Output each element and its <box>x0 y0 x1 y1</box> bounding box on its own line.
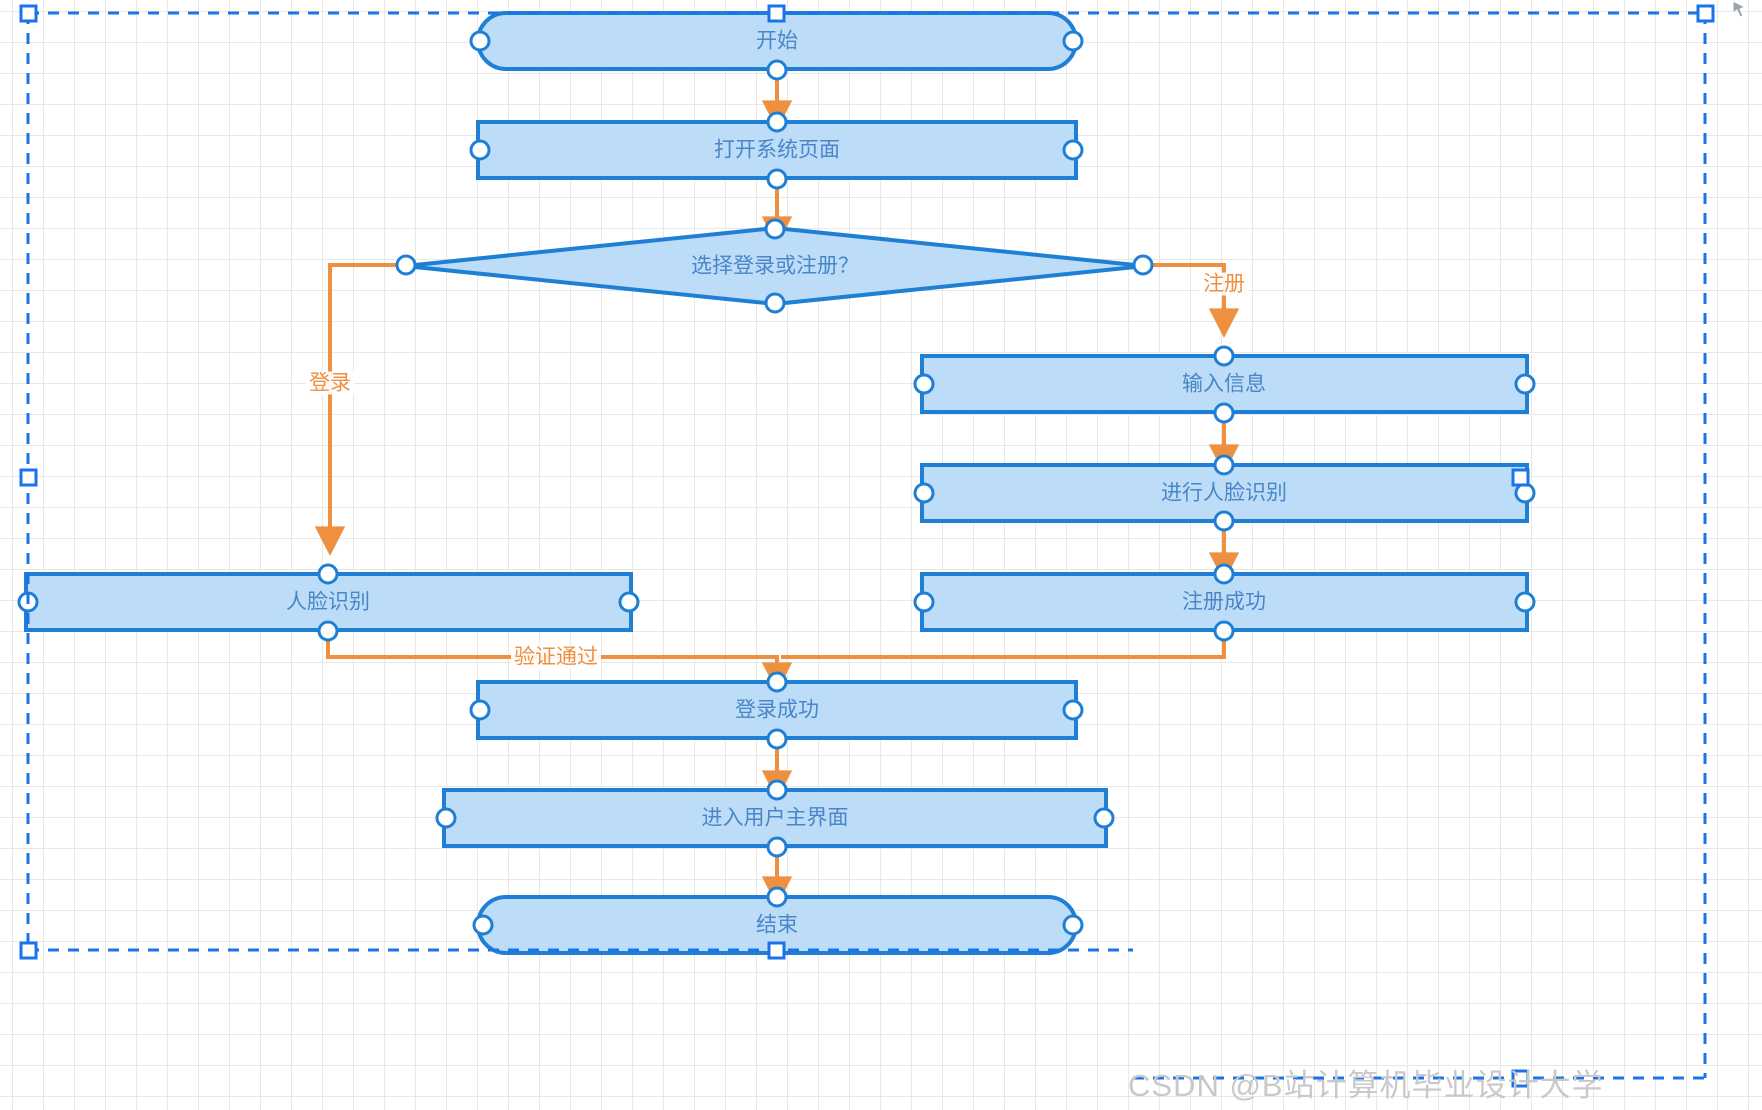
edge-label-verification-passed[interactable]: 验证通过 <box>511 645 601 669</box>
handle-top-center[interactable] <box>767 4 786 23</box>
port-do-face-bottom[interactable] <box>1213 510 1235 532</box>
port-choice-top[interactable] <box>764 218 786 240</box>
port-login-success-right[interactable] <box>1062 699 1084 721</box>
port-login-success-left[interactable] <box>469 699 491 721</box>
port-choice-bottom[interactable] <box>764 292 786 314</box>
port-start-left[interactable] <box>469 30 491 52</box>
port-face-recog-top[interactable] <box>317 563 339 585</box>
port-face-recog-right[interactable] <box>618 591 640 613</box>
port-reg-success-right[interactable] <box>1514 591 1536 613</box>
handle-middle-right[interactable] <box>1511 468 1530 487</box>
port-do-face-top[interactable] <box>1213 454 1235 476</box>
port-end-left[interactable] <box>472 914 494 936</box>
port-login-success-bottom[interactable] <box>766 728 788 750</box>
port-enter-main-right[interactable] <box>1093 807 1115 829</box>
port-face-recog-bottom[interactable] <box>317 620 339 642</box>
port-reg-success-top[interactable] <box>1213 563 1235 585</box>
handle-top-right[interactable] <box>1696 4 1715 23</box>
edge-label-login[interactable]: 登录 <box>306 371 354 395</box>
port-start-bottom[interactable] <box>766 59 788 81</box>
handle-middle-left[interactable] <box>19 468 38 487</box>
port-open-page-top[interactable] <box>766 111 788 133</box>
edge-choice-to-face-recognition[interactable] <box>314 263 405 557</box>
port-open-page-right[interactable] <box>1062 139 1084 161</box>
edge-choice-to-input-info[interactable] <box>1141 263 1240 339</box>
handle-bottom-right[interactable] <box>1511 1069 1530 1088</box>
port-input-info-right[interactable] <box>1514 373 1536 395</box>
port-start-right[interactable] <box>1062 30 1084 52</box>
port-enter-main-bottom[interactable] <box>766 836 788 858</box>
port-open-page-left[interactable] <box>469 139 491 161</box>
port-enter-main-left[interactable] <box>435 807 457 829</box>
port-open-page-bottom[interactable] <box>766 168 788 190</box>
port-reg-success-left[interactable] <box>913 591 935 613</box>
port-reg-success-bottom[interactable] <box>1213 620 1235 642</box>
handle-bottom-left[interactable] <box>19 941 38 960</box>
port-end-right[interactable] <box>1062 914 1084 936</box>
port-login-success-top[interactable] <box>766 671 788 693</box>
edge-label-register[interactable]: 注册 <box>1200 272 1248 296</box>
port-end-top[interactable] <box>766 886 788 908</box>
port-choice-left[interactable] <box>395 254 417 276</box>
port-input-info-top[interactable] <box>1213 345 1235 367</box>
csdn-watermark: CSDN @B站计算机毕业设计大学 <box>1128 1068 1604 1103</box>
handle-top-left[interactable] <box>19 4 38 23</box>
port-input-info-left[interactable] <box>913 373 935 395</box>
handle-bottom-center[interactable] <box>767 941 786 960</box>
resize-cursor-icon <box>1732 0 1747 18</box>
port-choice-right[interactable] <box>1132 254 1154 276</box>
port-do-face-left[interactable] <box>913 482 935 504</box>
port-enter-main-top[interactable] <box>766 779 788 801</box>
port-input-info-bottom[interactable] <box>1213 402 1235 424</box>
